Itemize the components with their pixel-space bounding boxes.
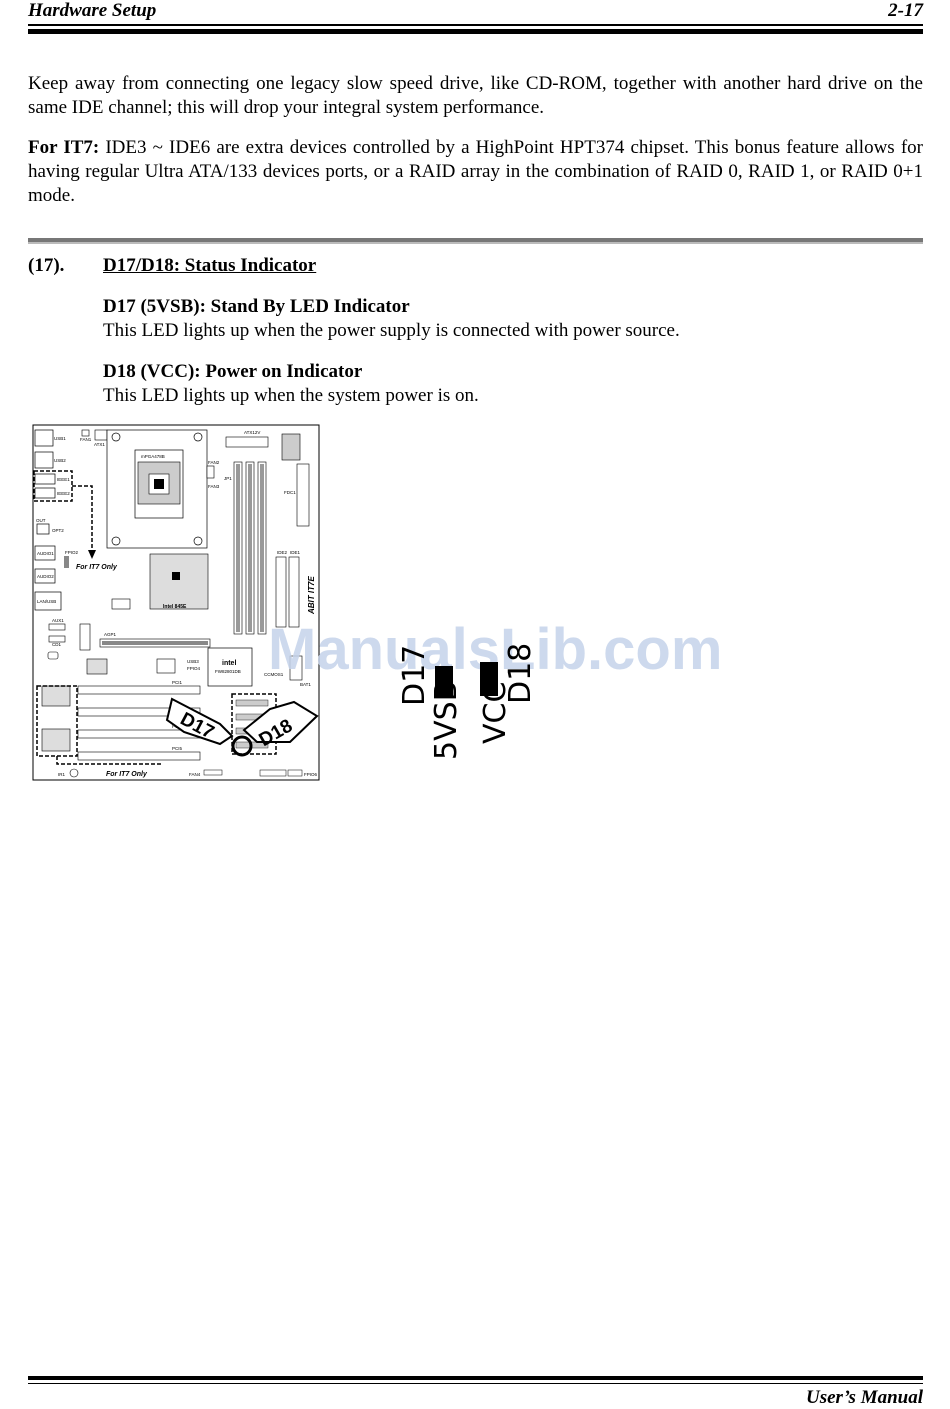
d17-heading: D17 (5VSB): Stand By LED Indicator [103, 296, 410, 317]
paragraph-it7: For IT7: IDE3 ~ IDE6 are extra devices c… [28, 136, 923, 208]
d17-callout: D17 [165, 697, 234, 746]
label-fpio2: FPIO2 [65, 550, 79, 555]
footer-rule [28, 1383, 923, 1384]
d18-heading: D18 (VCC): Power on Indicator [103, 361, 363, 382]
label-pci5: PCI5 [172, 746, 183, 751]
label-fpio4: FPIO4 [187, 666, 201, 671]
led-d17 [435, 666, 453, 698]
label-ccmos1: CCMOS1 [264, 672, 284, 677]
label-fdc1: FDC1 [284, 490, 296, 495]
label-fpio6: FPIO6 [304, 772, 318, 777]
section-title: D17/D18: Status Indicator [103, 255, 317, 276]
label-atx12v: ATX12V [244, 430, 260, 435]
label-ieee1: IEEE1 [57, 477, 70, 482]
label-fan4: FAN4 [189, 772, 201, 777]
label-usb1: USB1 [54, 436, 66, 441]
label-southbridge-part: FW82801DB [215, 669, 241, 674]
label-audio2: AUDIO2 [37, 574, 54, 579]
label-aux1: AUX1 [52, 618, 64, 623]
footer-rule-thick [28, 1376, 923, 1380]
label-audio1: AUDIO1 [37, 551, 54, 556]
paragraph-ide-advice: Keep away from connecting one legacy slo… [28, 73, 923, 118]
label-usb3: USB3 [187, 659, 199, 664]
label-agp1: AGP1 [104, 632, 117, 637]
label-ieee2: IEEE2 [57, 491, 70, 496]
motherboard-diagram: USB1 USB2 IEEE1 IEEE2 OUT OPT2 AUDIO1 FP… [32, 424, 320, 781]
label-pci1: PCI1 [172, 680, 183, 685]
d17-description: This LED lights up when the power supply… [103, 320, 680, 341]
led-closeup-diagram: D17 5VSB VCC D18 [397, 643, 538, 760]
label-atx1: ATX1 [94, 442, 105, 447]
header-rule [28, 24, 923, 26]
led-d18 [480, 662, 498, 696]
label-jp1: JP1 [224, 476, 232, 481]
label-northbridge: Intel 845E [163, 604, 187, 610]
led-label-5vsb: 5VSB [429, 681, 464, 760]
label-bat1: BAT1 [300, 682, 311, 687]
label-fan3: FAN3 [208, 484, 220, 489]
label-southbridge-brand: intel [222, 660, 236, 667]
led-label-d18: D18 [503, 643, 538, 704]
led-location-circle [231, 735, 253, 757]
page-header: Hardware Setup 2-17 [28, 0, 923, 21]
label-cpu: mPGA478B [141, 454, 165, 459]
header-section-title: Hardware Setup [28, 0, 157, 21]
label-ide2: IDE2 [277, 550, 288, 555]
usb1-port [34, 429, 54, 447]
header-page-number: 2-17 [888, 0, 923, 21]
led-label-d17: D17 [397, 645, 432, 706]
label-ide1: IDE1 [290, 550, 301, 555]
label-ir1: IR1 [58, 772, 66, 777]
section-number: (17). [28, 255, 65, 276]
label-lanusb: LAN/USB [37, 599, 56, 604]
it7-text: IDE3 ~ IDE6 are extra devices controlled… [28, 137, 923, 206]
label-brand: ABIT IT7E [307, 576, 316, 615]
section-separator-shadow [28, 242, 923, 244]
d18-description: This LED lights up when the system power… [103, 385, 479, 406]
label-out: OUT [36, 518, 46, 523]
it7-label: For IT7: [28, 137, 100, 158]
label-fan2: FAN2 [208, 460, 220, 465]
footer-title: User’s Manual [805, 1387, 923, 1408]
section-separator [28, 238, 923, 242]
label-cd1: CD1 [52, 642, 61, 647]
label-for-it7-top: For IT7 Only [76, 564, 118, 571]
label-for-it7-bottom: For IT7 Only [106, 771, 148, 778]
header-rule-thick [28, 29, 923, 34]
label-fan1: FAN1 [80, 437, 92, 442]
label-usb2: USB2 [54, 458, 66, 463]
label-opt2: OPT2 [52, 528, 64, 533]
usb2-port [34, 451, 54, 469]
